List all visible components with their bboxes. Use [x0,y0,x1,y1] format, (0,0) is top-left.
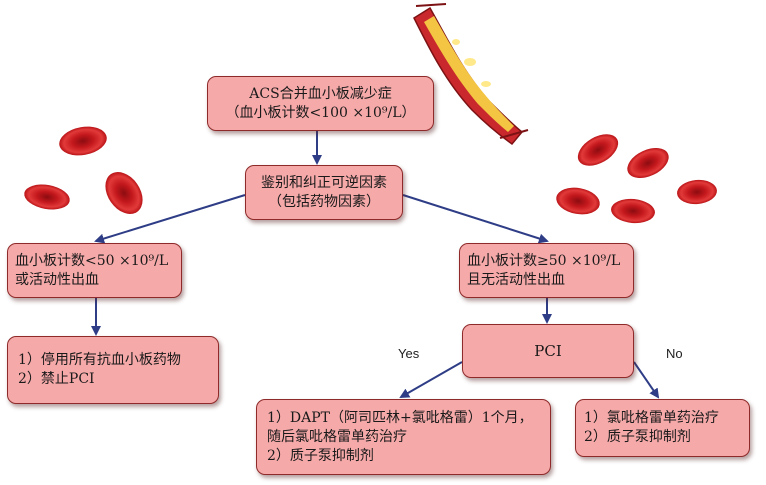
blood-vessel-icon [413,3,529,146]
edge-label-yes: Yes [398,346,420,361]
node-low-line2: 或活动性出血 [15,271,99,288]
node-acs-line2: （血小板计数<100 ×10⁹/L） [225,104,416,121]
node-dapt-therapy: 1）DAPT（阿司匹林+氯吡格雷）1个月， 随后氯吡格雷单药治疗 2）质子泵抑制… [256,399,551,475]
node-dapt-line1: 1）DAPT（阿司匹林+氯吡格雷）1个月， [267,409,533,426]
node-mono-line1: 1）氯吡格雷单药治疗 [584,410,719,426]
node-assess-line1: 鉴别和纠正可逆因素 [261,174,387,191]
node-dapt-line3: 2）质子泵抑制剂 [267,447,374,464]
arrow-assess-to-low [94,194,246,244]
node-acs-thrombocytopenia: ACS合并血小板减少症 （血小板计数<100 ×10⁹/L） [207,76,434,131]
node-assess-line2: （包括药物因素） [268,193,380,210]
node-pci: PCI [462,324,634,378]
node-stop-line1: 1）停用所有抗血小板药物 [18,352,181,368]
arrow-assess-to-high [402,194,549,244]
node-platelet-above-50: 血小板计数≥50 ×10⁹/L 且无活动性出血 [459,243,634,298]
node-high-line2: 且无活动性出血 [467,271,565,288]
node-acs-line1: ACS合并血小板减少症 [249,85,392,102]
node-clopidogrel-mono: 1）氯吡格雷单药治疗 2）质子泵抑制剂 [575,399,750,457]
node-pci-label: PCI [534,341,562,360]
node-platelet-below-50: 血小板计数<50 ×10⁹/L 或活动性出血 [7,243,182,298]
node-dapt-line2: 随后氯吡格雷单药治疗 [267,428,407,445]
node-mono-line2: 2）质子泵抑制剂 [584,429,691,445]
edge-label-no: No [666,346,683,361]
arrow-pci-to-dapt [399,361,463,398]
red-blood-cell-icon [24,126,717,224]
node-stop-antiplatelet: 1）停用所有抗血小板药物 2）禁止PCI [7,336,219,404]
arrow-pci-to-mono [633,361,660,399]
node-identify-reversible-factors: 鉴别和纠正可逆因素 （包括药物因素） [245,165,403,220]
node-high-line1: 血小板计数≥50 ×10⁹/L [467,252,621,269]
node-low-line1: 血小板计数<50 ×10⁹/L [15,252,169,269]
node-stop-line2: 2）禁止PCI [18,371,95,387]
